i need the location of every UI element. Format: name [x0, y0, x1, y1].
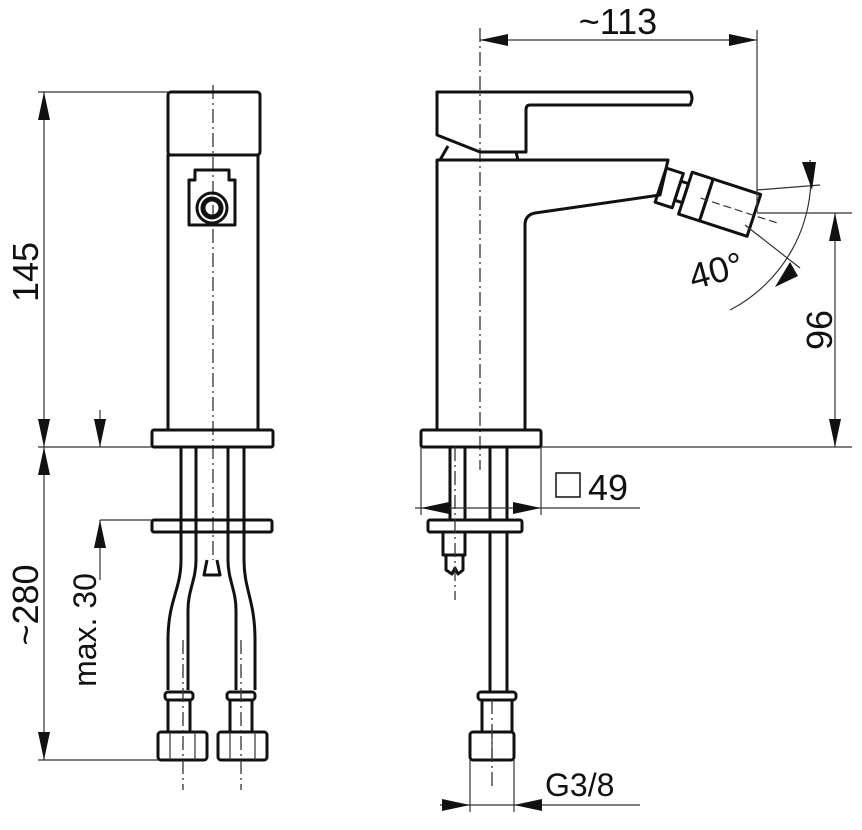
base-size-label: 49	[588, 467, 628, 508]
width-reach-label: ~113	[579, 1, 657, 42]
side-washer	[150, 518, 274, 534]
front-nut	[468, 690, 518, 762]
front-handle	[435, 90, 694, 154]
front-view: ~113 40° 96 49 G3/8	[415, 1, 852, 812]
front-body-spout	[435, 158, 670, 430]
spout-height-label: 96	[799, 310, 840, 350]
front-base-plate	[419, 428, 543, 449]
side-hose-left	[166, 447, 183, 690]
max-thickness-label: max. 30	[67, 573, 103, 687]
front-fixing-nut	[441, 530, 467, 576]
height-total-label: 145	[5, 242, 46, 302]
front-washer	[426, 518, 524, 534]
front-aerator	[653, 166, 777, 238]
side-base-plate	[150, 428, 275, 449]
thread-label: G3/8	[545, 767, 614, 803]
side-body	[166, 153, 260, 432]
side-nut-right	[216, 690, 269, 762]
hose-length-label: ~280	[5, 564, 46, 645]
spout-angle-label: 40°	[685, 244, 748, 298]
side-handle	[166, 90, 262, 157]
front-hose	[488, 530, 509, 694]
side-view: 145 ~280 max. 30	[5, 85, 275, 790]
side-connector	[202, 559, 222, 577]
square-symbol-icon	[555, 472, 581, 498]
side-hose-right	[226, 447, 238, 690]
side-aerator	[187, 168, 237, 227]
